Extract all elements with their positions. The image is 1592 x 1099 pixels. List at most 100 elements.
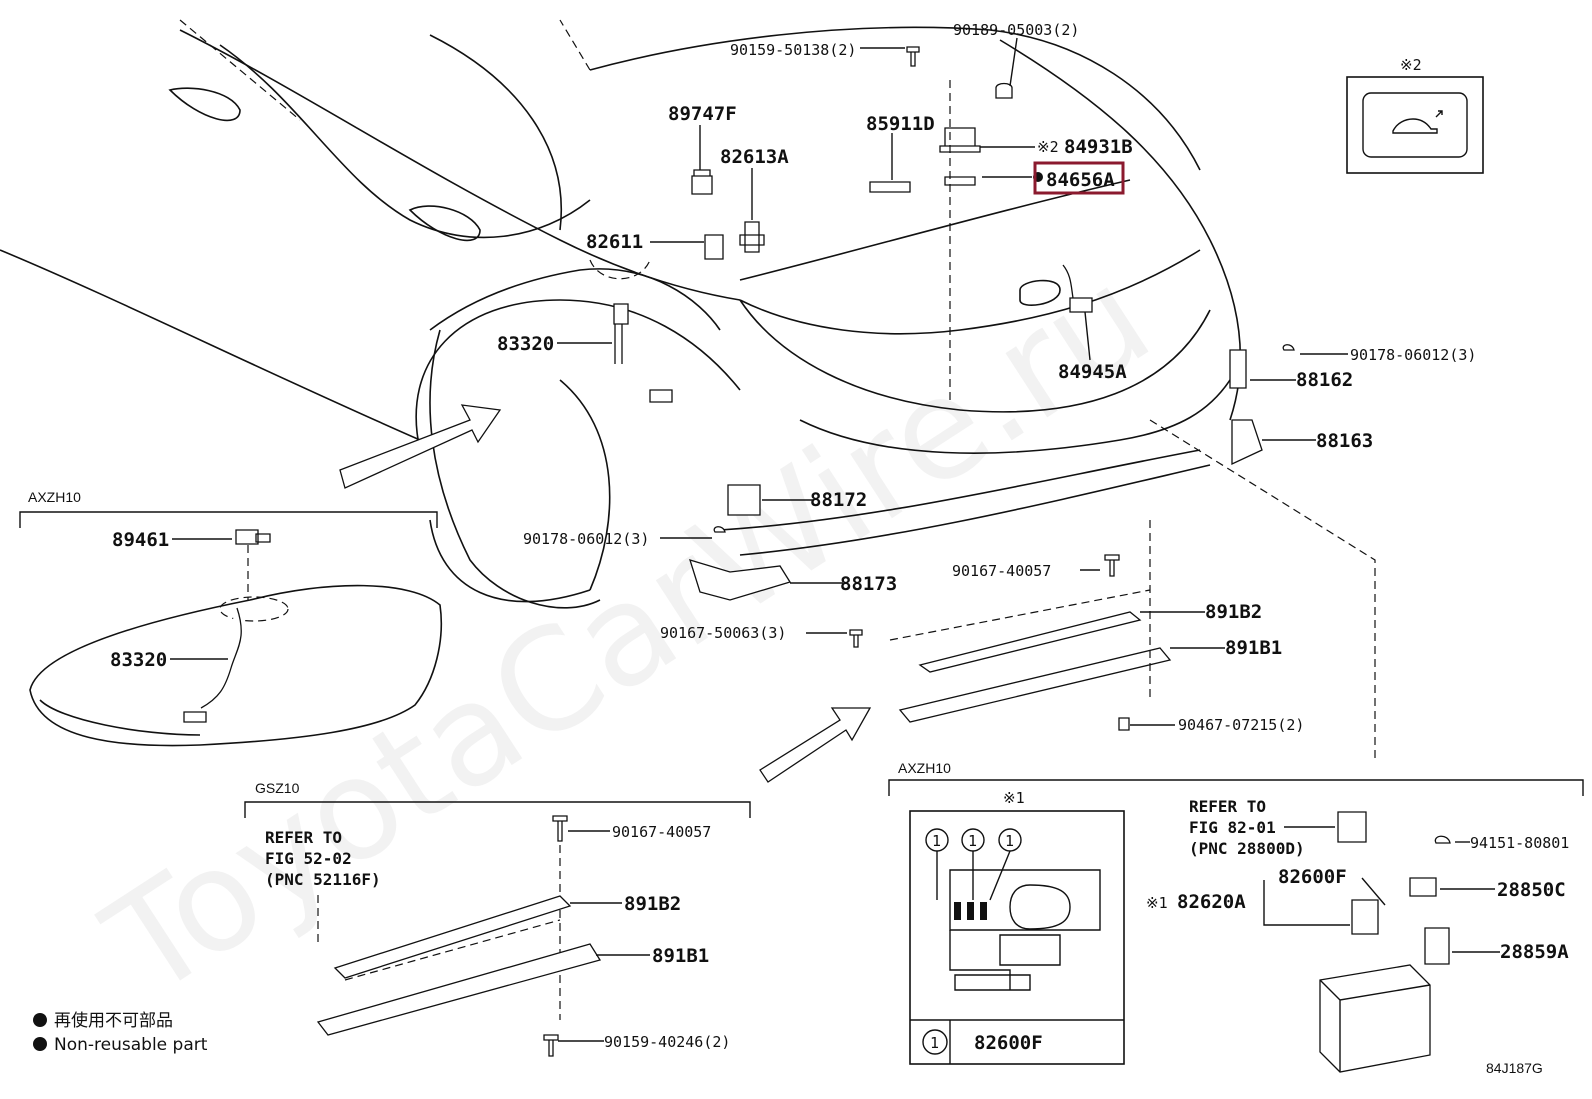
section-label-axzh10-right: AXZH10	[898, 760, 951, 776]
label-891B1-top: 891B1	[1225, 637, 1282, 659]
bracket-891B2-gsz-icon	[333, 895, 572, 979]
label-82620A: 82620A	[1177, 891, 1246, 913]
figure-code: 84J187G	[1486, 1060, 1543, 1076]
label-90159-40246: 90159-40246(2)	[604, 1033, 730, 1051]
label-90167-50063: 90167-50063(3)	[660, 624, 786, 642]
sensor-88162-icon	[1229, 349, 1247, 389]
terminal-28850C-icon	[1409, 877, 1437, 897]
legend-dot-icon	[33, 1037, 47, 1051]
cover-84656A-icon	[944, 176, 976, 186]
bracket-82611-icon	[704, 234, 724, 260]
label-89461: 89461	[112, 529, 169, 551]
label-90178-06012-right: 90178-06012(3)	[1350, 346, 1476, 364]
label-85911D: 85911D	[866, 113, 935, 135]
bolt-icon	[552, 815, 568, 842]
label-891B2-top: 891B2	[1205, 601, 1262, 623]
legend: 再使用不可部品 Non-reusable part	[33, 1010, 208, 1055]
float-83320-left-icon	[183, 711, 207, 723]
arrow-bumper	[759, 707, 872, 783]
label-89747F: 89747F	[668, 103, 737, 125]
trunk-open-icon	[1392, 118, 1438, 134]
circle-num-1a: 1	[932, 832, 941, 850]
highlight-box	[1033, 161, 1125, 195]
section-axzh10-left: AXZH10 89461 83320	[19, 489, 443, 747]
nut-icon	[1282, 344, 1295, 351]
label-90159-50138: 90159-50138(2)	[730, 41, 856, 59]
legend-dot-icon	[33, 1013, 47, 1027]
cover-28859A-icon	[1424, 927, 1450, 965]
sensor-85911D-icon	[869, 181, 911, 193]
battery-icon	[1319, 964, 1431, 1073]
label-90189-05003: 90189-05003(2)	[953, 21, 1079, 39]
inset-switch: ※2	[1346, 56, 1484, 174]
label-28850C: 28850C	[1497, 879, 1566, 901]
label-83320-left: 83320	[110, 649, 167, 671]
inset-fuse-mark: ※1	[1003, 789, 1025, 807]
circle-num-1c: 1	[1005, 832, 1014, 850]
fuse-82620A-icon	[1351, 899, 1379, 935]
section-gsz10: GSZ10 REFER TO FIG 52-02 (PNC 52116F) 90…	[244, 780, 751, 1057]
refer-line-1: REFER TO	[265, 828, 342, 847]
legend-82600F: 82600F	[974, 1032, 1043, 1054]
sensor-89461-icon	[235, 529, 271, 545]
label-83320: 83320	[497, 333, 554, 355]
clip-icon	[1118, 717, 1130, 731]
bracket-88163-icon	[1231, 419, 1263, 466]
refer-r-line-1: REFER TO	[1189, 797, 1266, 816]
label-891B1-gsz: 891B1	[652, 945, 709, 967]
sensor-88172-icon	[727, 484, 761, 516]
bolt-icon	[849, 629, 863, 648]
label-84656A[interactable]: 84656A	[1046, 169, 1115, 191]
label-82600F: 82600F	[1278, 866, 1347, 888]
label-90178-06012-left: 90178-06012(3)	[523, 530, 649, 548]
label-88163: 88163	[1316, 430, 1373, 452]
bolt-icon	[543, 1034, 559, 1057]
arrow-up-icon	[1435, 110, 1443, 118]
inset-switch-mark: ※2	[1400, 56, 1422, 74]
nut-icon	[713, 526, 726, 533]
bracket-88173-icon	[689, 559, 792, 601]
bracket-891B2-icon	[918, 611, 1142, 673]
section-label-gsz10: GSZ10	[255, 780, 300, 796]
bolt-icon	[906, 46, 920, 67]
bolt-icon	[1104, 554, 1120, 577]
refer-line-2: FIG 52-02	[265, 849, 352, 868]
top-labels: 90159-50138(2) 90189-05003(2) 89747F 826…	[497, 21, 1476, 734]
refer-r-line-3: (PNC 28800D)	[1189, 839, 1305, 858]
label-28859A: 28859A	[1500, 941, 1569, 963]
direction-arrows	[339, 404, 872, 783]
label-88162: 88162	[1296, 369, 1353, 391]
dashed-guides	[179, 19, 1376, 760]
nut-icon	[1434, 835, 1451, 844]
label-82611: 82611	[586, 231, 643, 253]
top-leaders	[557, 37, 1348, 726]
sensor-89747F-icon	[691, 169, 713, 195]
clip-icon	[995, 82, 1013, 99]
section-label-axzh10-left: AXZH10	[28, 489, 81, 505]
label-82620A-prefix: ※1	[1146, 894, 1168, 912]
label-mark-2: ※2	[1037, 138, 1059, 156]
refer-line-3: (PNC 52116F)	[265, 870, 381, 889]
wire-83320-icon	[613, 303, 673, 403]
legend-circle-num: 1	[930, 1034, 939, 1052]
wire-83320-left-icon	[200, 607, 242, 709]
car-body-outline	[0, 26, 1242, 609]
circle-num-1b: 1	[968, 832, 977, 850]
label-94151-80801: 94151-80801	[1470, 834, 1569, 852]
label-90467-07215: 90467-07215(2)	[1178, 716, 1304, 734]
arrow-wheel-arch	[339, 404, 502, 489]
section-axzh10-right: AXZH10 ※1 1 1 1 1 82600F REFER TO FIG 82…	[888, 760, 1584, 1073]
label-88173: 88173	[840, 573, 897, 595]
label-88172: 88172	[810, 489, 867, 511]
bracket-891B1-icon	[898, 647, 1172, 723]
switch-84931B-icon	[939, 127, 981, 153]
refer-r-line-2: FIG 82-01	[1189, 818, 1276, 837]
label-90167-40057-gsz: 90167-40057	[612, 823, 711, 841]
label-84945A: 84945A	[1058, 361, 1127, 383]
fuse-inset-frame	[909, 810, 1125, 1065]
bracket-891B1-gsz-icon	[316, 943, 602, 1036]
bracket-82613A-icon	[739, 221, 765, 253]
legend-en: Non-reusable part	[54, 1035, 208, 1055]
